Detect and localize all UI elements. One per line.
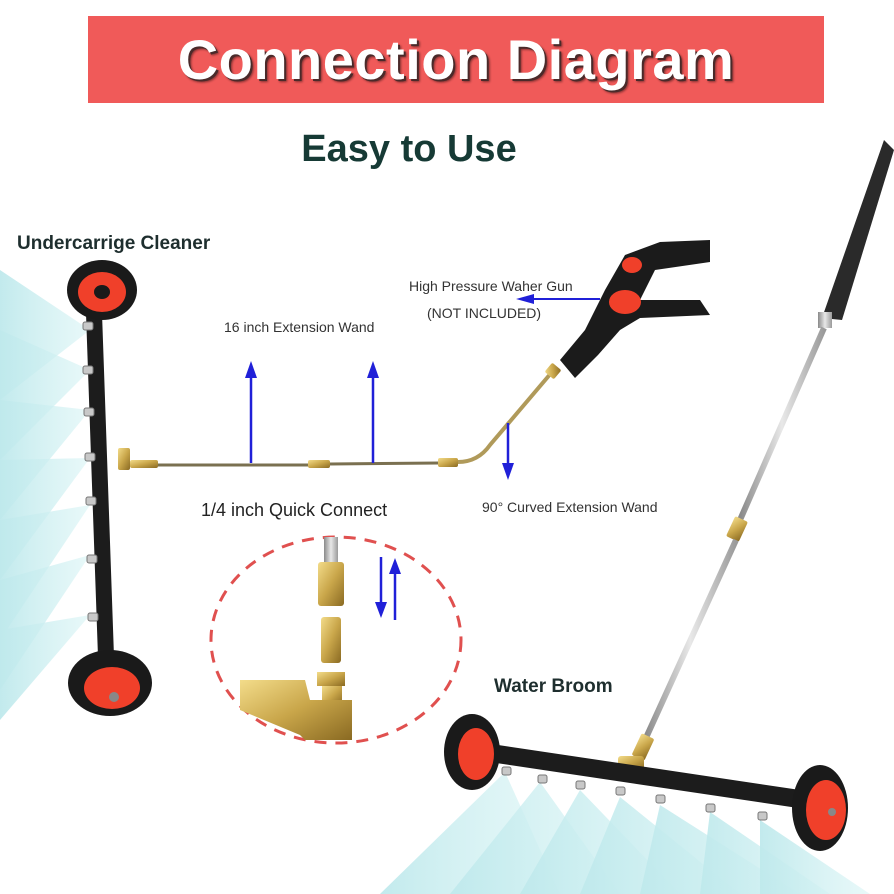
arrow-up-icon-qc bbox=[389, 558, 401, 620]
undercarriage-cleaner bbox=[67, 260, 152, 716]
title-banner: Connection Diagram bbox=[88, 16, 824, 103]
left-broom-wheel-icon bbox=[444, 714, 500, 790]
quick-connect-coupler-icon bbox=[318, 562, 344, 606]
label-16-inch-extension-wand: 16 inch Extension Wand bbox=[224, 319, 375, 335]
nozzle-icons bbox=[82, 321, 99, 622]
arrow-down-icon-qc bbox=[375, 557, 387, 618]
subtitle: Easy to Use bbox=[301, 128, 517, 170]
label-undercarriage-cleaner: Undercarrige Cleaner bbox=[17, 233, 211, 254]
bottom-spray-fans bbox=[380, 772, 870, 894]
extension-wand-assembly bbox=[118, 363, 561, 470]
left-spray-fans bbox=[0, 270, 90, 720]
arrow-down-icon-curved bbox=[502, 423, 514, 480]
top-wheel-icon bbox=[67, 260, 137, 320]
label-not-included: (NOT INCLUDED) bbox=[427, 305, 542, 321]
bottom-wheel-icon bbox=[68, 650, 152, 716]
broom-nozzle-icons bbox=[501, 766, 768, 821]
water-broom-bar bbox=[444, 714, 848, 851]
quick-connect-detail bbox=[209, 535, 463, 745]
arrow-left-icon-gun bbox=[516, 294, 600, 304]
arrow-up-icon-2 bbox=[367, 361, 379, 463]
label-water-broom: Water Broom bbox=[494, 676, 613, 697]
pressure-washer-gun-icon bbox=[560, 240, 710, 378]
quick-connect-plug-icon bbox=[321, 617, 341, 663]
label-curved-extension-wand: 90° Curved Extension Wand bbox=[482, 499, 658, 515]
diagram-title: Connection Diagram bbox=[177, 28, 735, 91]
label-washer-gun: High Pressure Waher Gun bbox=[409, 278, 573, 294]
arrow-icons bbox=[245, 294, 600, 620]
water-broom-handle bbox=[618, 140, 894, 770]
right-broom-wheel-icon bbox=[792, 765, 848, 851]
label-quick-connect: 1/4 inch Quick Connect bbox=[201, 500, 388, 520]
arrow-up-icon-1 bbox=[245, 361, 257, 463]
